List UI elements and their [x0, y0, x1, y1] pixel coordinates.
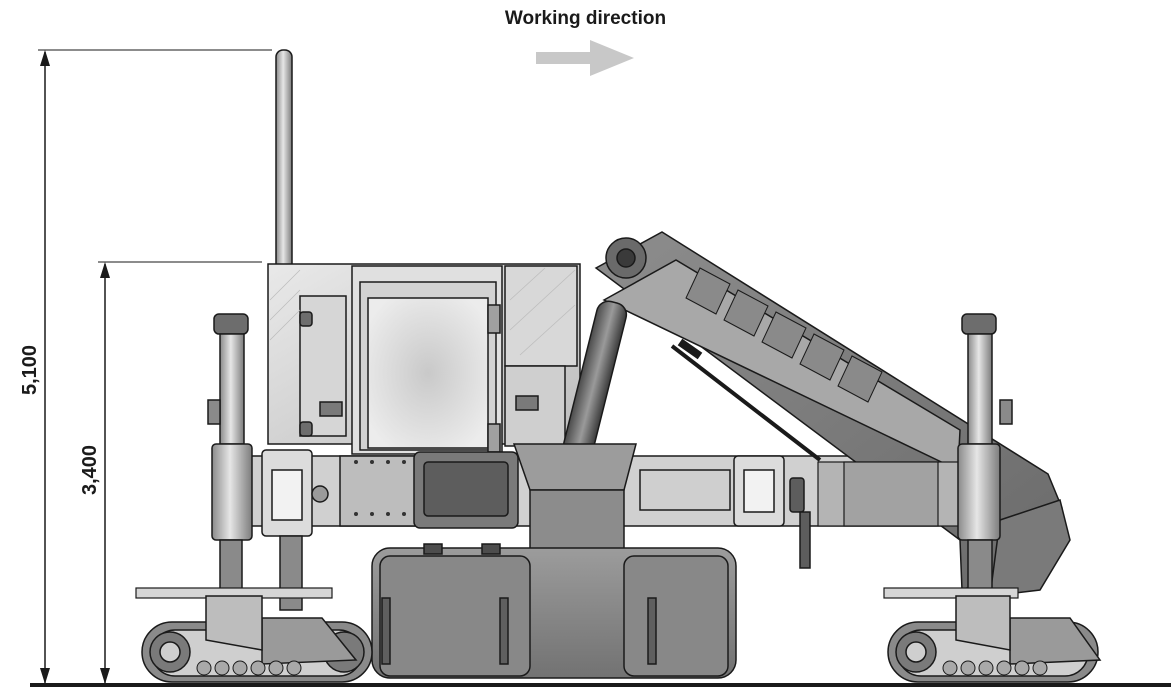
dimension-machine-height-label: 3,400 [79, 445, 101, 495]
dimension-machine-height [98, 261, 262, 684]
frame-bolts [354, 460, 406, 516]
belt-conveyor [562, 231, 1071, 597]
working-direction-label: Working direction [504, 8, 667, 29]
exhaust-pipe [275, 49, 293, 291]
conveyor-hydraulic-cylinder [670, 338, 822, 462]
paving-mould [371, 543, 737, 679]
working-direction-arrow [536, 40, 634, 76]
crawler-rollers-front [196, 660, 302, 676]
crawler-track-front [141, 595, 373, 683]
front-leg-mount [261, 449, 811, 569]
leg-column-front [207, 313, 253, 611]
dimension-overall-height-label: 5,100 [19, 345, 41, 395]
engine-cab-housing [267, 263, 581, 455]
dimension-overall-height [38, 49, 272, 684]
crawler-track-rear [887, 595, 1102, 683]
cab-hatching [269, 267, 576, 356]
leg-column-front-inner [279, 535, 303, 611]
crawler-rollers-rear [942, 660, 1048, 676]
conveyor-support-frame [817, 461, 969, 527]
